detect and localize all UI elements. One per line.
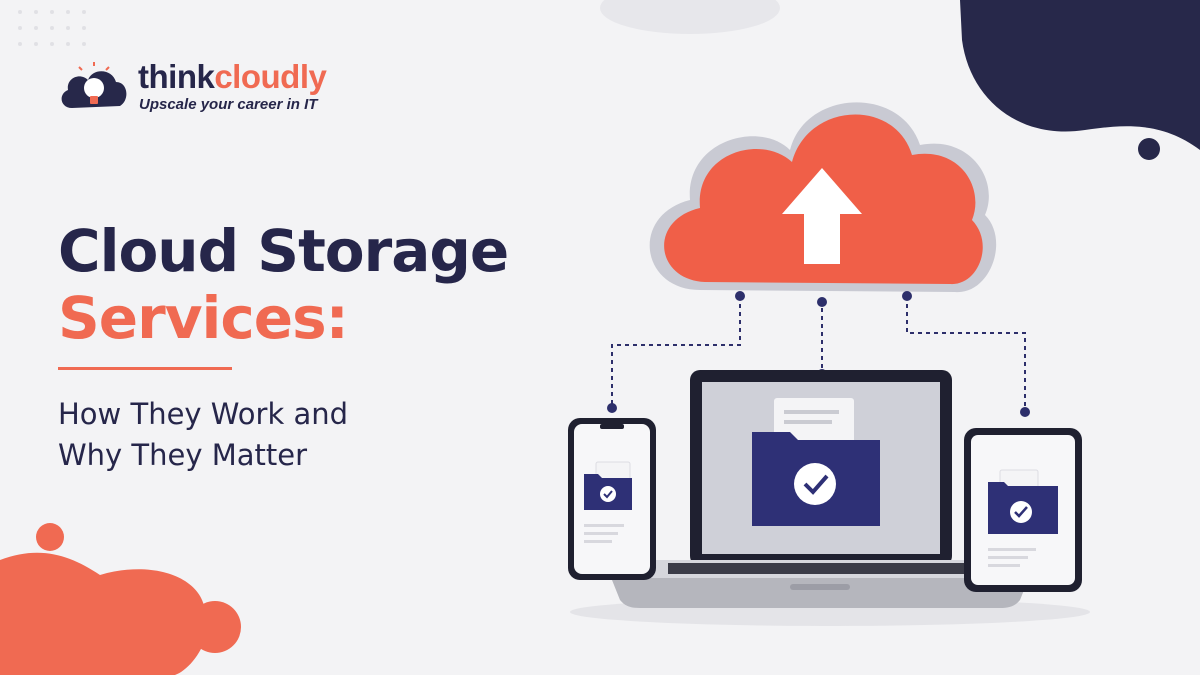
brand-name: thinkcloudly (138, 58, 327, 96)
navy-dot (1138, 138, 1160, 160)
brand-name-think: think (138, 58, 215, 95)
brand-tagline: Upscale your career in IT (139, 96, 318, 113)
headline-title: Cloud Storage (58, 217, 509, 285)
subtitle-line-2: Why They Matter (58, 438, 308, 472)
connector-lines (611, 296, 1026, 412)
cloud-upload-icon (649, 102, 997, 293)
phone-icon (568, 418, 656, 580)
logo[interactable]: thinkcloudly Upscale your career in IT (58, 58, 358, 118)
upload-arrow-icon (782, 168, 862, 264)
soft-blob (600, 0, 780, 34)
subtitle-line-1: How They Work and (58, 397, 349, 431)
headline-accent: Services: (58, 284, 349, 352)
coral-dot-large (189, 601, 241, 653)
laptop-icon (610, 370, 1030, 608)
coral-blob (0, 552, 208, 675)
coral-dot-small (36, 523, 64, 551)
navy-blob (960, 0, 1200, 150)
logo-cloud-bulb-icon (61, 62, 127, 108)
tablet-icon (964, 428, 1082, 592)
headline-underline (58, 367, 232, 370)
brand-name-cloudly: cloudly (214, 58, 327, 95)
dot-grid (18, 10, 86, 46)
